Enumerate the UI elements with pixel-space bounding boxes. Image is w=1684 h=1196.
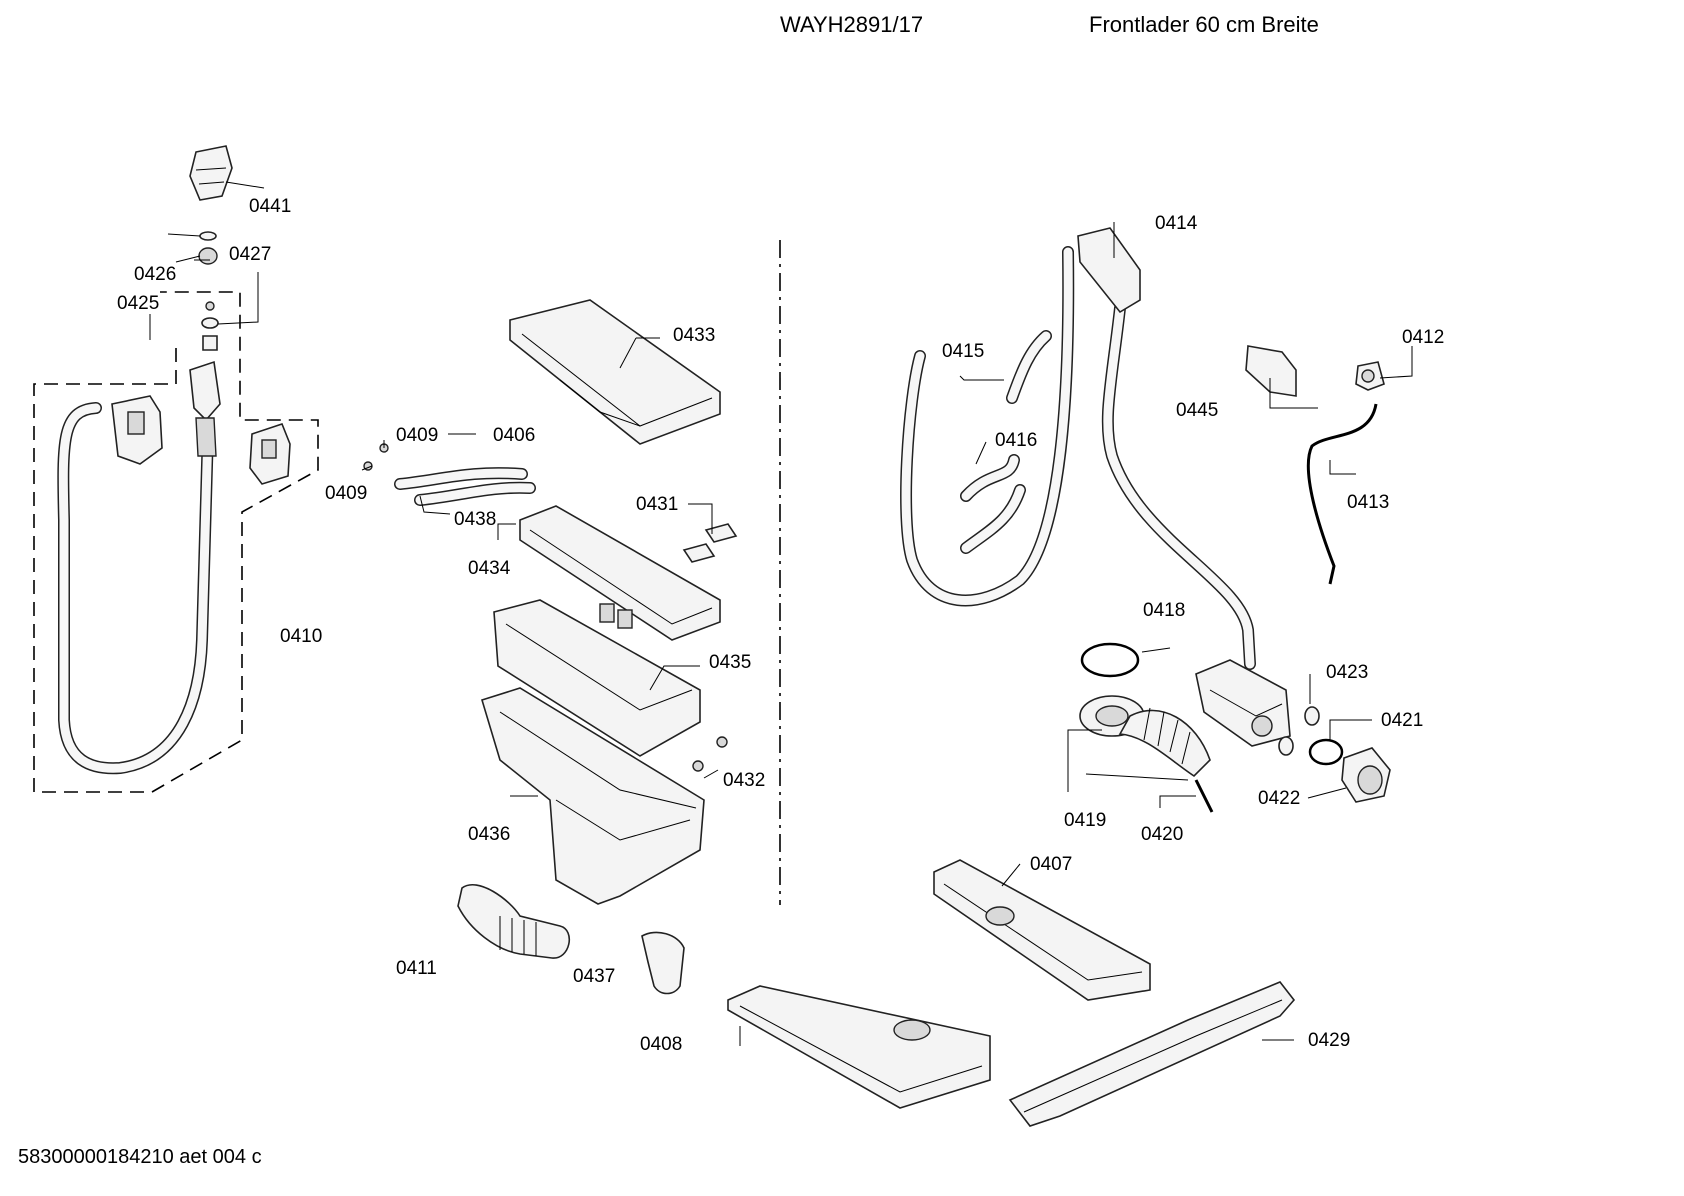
part-label: 0419 [1064,810,1106,831]
part-label: 0433 [673,325,715,346]
part-label: 0427 [229,244,271,265]
part-label: 0441 [249,196,291,217]
part-label: 0422 [1258,788,1300,809]
part-label: 0413 [1347,492,1389,513]
part-label: 0437 [573,966,615,987]
sump-bellow-drawing [1079,695,1211,778]
label-sticker-drawing [682,523,738,563]
part-label: 0423 [1326,662,1368,683]
drain-elbow-drawing [641,931,685,995]
part-label: 0425 [117,293,159,314]
base-rail-right-drawing [1008,981,1296,1127]
document-code: 58300000184210 aet 004 c [18,1146,262,1168]
part-label: 0415 [942,341,984,362]
pressure-switch-bracket-drawing [1245,345,1297,397]
clamp-ring-drawing [1080,642,1140,678]
washer-seal-drawing [198,231,219,351]
part-label: 0408 [640,1034,682,1055]
part-label: 0429 [1308,1030,1350,1051]
part-label: 0412 [1402,327,1444,348]
inlet-valve-left-drawing [111,395,163,465]
model-number: WAYH2891/17 [780,12,924,37]
part-label: 0435 [709,652,751,673]
aquastop-connector-drawing [189,145,233,201]
part-label: 0445 [1176,400,1218,421]
part-label: 0411 [396,958,437,979]
part-label: 0409 [396,425,438,446]
pressure-switch-drawing [1355,361,1385,391]
part-label: 0407 [1030,854,1072,875]
part-label: 0436 [468,824,510,845]
part-labels: 0441 0426 0427 0425 0410 0409 0406 0409 … [117,196,1444,1055]
part-label: 0432 [723,770,765,791]
pump-filter-drawing [1341,747,1391,803]
dispenser-tray-drawing [481,687,705,905]
pump-seals-drawing [1278,706,1344,766]
hose-clip-drawing [960,454,1026,554]
part-label: 0420 [1141,824,1183,845]
part-label: 0434 [468,558,511,579]
part-label: 0414 [1155,213,1198,234]
part-label: 0409 [325,483,367,504]
inlet-hose-drawing [57,360,221,775]
drain-tube-drawing [900,227,1256,670]
part-label: 0421 [1381,710,1423,731]
part-label: 0438 [454,509,496,530]
pressure-hose-drawing [1306,403,1378,585]
dispenser-drawer-drawing [519,505,721,641]
rod-drawing [1194,779,1214,813]
appliance-description: Frontlader 60 cm Breite [1089,12,1319,37]
dispenser-cover-drawing [509,299,721,445]
base-rail-mid-drawing [933,859,1151,1001]
drain-pump-drawing [1195,659,1291,747]
part-label: 0406 [493,425,535,446]
base-rail-left-drawing [727,985,991,1109]
inlet-hose-group-boundary [33,291,319,793]
part-label: 0431 [636,494,678,515]
part-label: 0410 [280,626,322,647]
part-label: 0416 [995,430,1037,451]
drain-hose-drawing [457,884,570,959]
inlet-valve-right-drawing [249,423,291,485]
part-label: 0418 [1143,600,1185,621]
dispenser-hose-drawing [394,467,536,506]
leader-lines [149,181,1413,1046]
dispenser-housing-drawing [493,599,701,757]
part-label: 0426 [134,264,176,285]
small-hose-drawing [1006,330,1052,404]
